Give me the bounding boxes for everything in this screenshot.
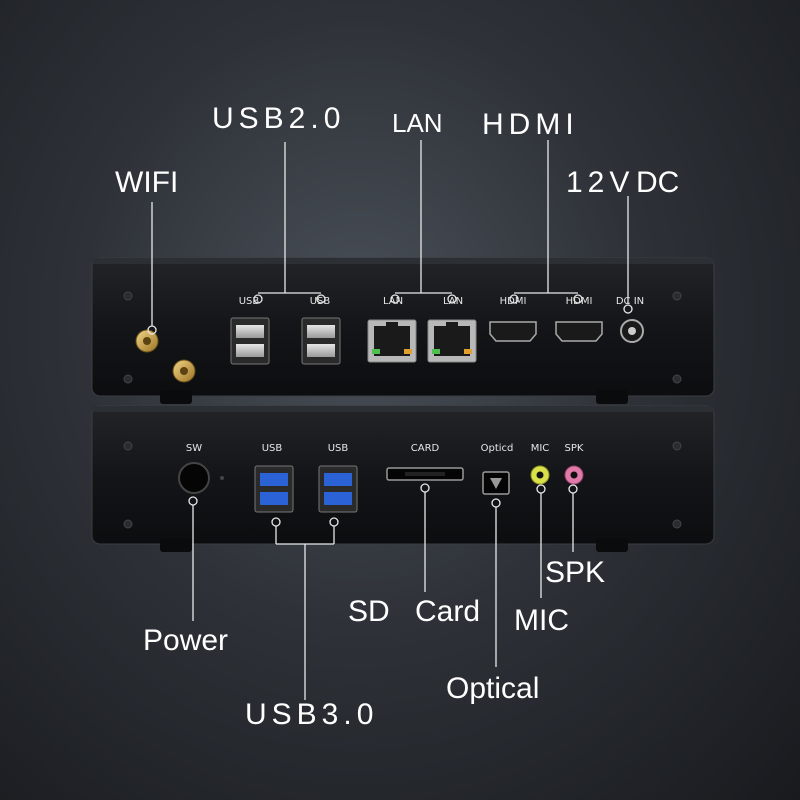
spk-jack-icon	[564, 465, 584, 485]
usb2-port-icon	[301, 317, 341, 365]
hdmi-port-icon	[489, 321, 537, 342]
usb2-port-icon	[230, 317, 270, 365]
bottom-foot-left	[160, 538, 192, 552]
callout-card: Card	[415, 595, 481, 628]
hdmi-port-icon	[555, 321, 603, 342]
callout-optical: Optical	[446, 672, 540, 705]
callout-dc: DC	[636, 166, 680, 199]
lan-port-icon	[427, 319, 477, 363]
callout-usb3: USB3.0	[245, 698, 379, 731]
wifi-antenna-connector-icon	[172, 359, 196, 383]
top-label-hdmi-left: HDMI	[499, 296, 527, 307]
bottom-label-optical: Opticd	[480, 443, 514, 454]
top-label-lan-right: LAN	[442, 296, 464, 307]
screw-icon	[672, 291, 682, 301]
screw-icon	[672, 374, 682, 384]
mic-jack-icon	[530, 465, 550, 485]
callout-usb2: USB2.0	[212, 102, 346, 135]
screw-icon	[123, 519, 133, 529]
bottom-label-card: CARD	[410, 443, 440, 454]
callout-wifi: WIFI	[115, 166, 179, 199]
callout-mic: MIC	[514, 604, 569, 637]
bottom-foot-right	[596, 538, 628, 552]
screw-icon	[672, 441, 682, 451]
screw-icon	[123, 291, 133, 301]
callout-12v: 12V	[566, 166, 635, 199]
screw-icon	[123, 441, 133, 451]
optical-port-icon	[482, 471, 510, 495]
top-foot-left	[160, 390, 192, 404]
top-label-usb-left: USB	[238, 296, 260, 307]
dc-in-jack-icon	[620, 319, 644, 343]
top-label-hdmi-right: HDMI	[565, 296, 593, 307]
bottom-label-usb-left: USB	[261, 443, 283, 454]
top-foot-right	[596, 390, 628, 404]
screw-icon	[672, 519, 682, 529]
power-button-icon	[178, 462, 224, 494]
sd-card-slot-icon	[386, 467, 464, 481]
bottom-label-mic: MIC	[530, 443, 550, 454]
bottom-label-sw: SW	[185, 443, 203, 454]
callout-power: Power	[143, 624, 229, 657]
top-label-usb-right: USB	[309, 296, 331, 307]
callout-hdmi: HDMI	[482, 108, 579, 141]
usb3-port-icon	[254, 465, 294, 513]
bottom-label-spk: SPK	[564, 443, 584, 454]
wifi-antenna-connector-icon	[135, 329, 159, 353]
callout-spk: SPK	[545, 556, 606, 589]
callout-lan: LAN	[392, 108, 443, 138]
bottom-label-usb-right: USB	[327, 443, 349, 454]
leader-lines	[147, 140, 633, 700]
lan-port-icon	[367, 319, 417, 363]
callout-sd: SD	[348, 595, 390, 628]
top-label-lan-left: LAN	[382, 296, 404, 307]
usb3-port-icon	[318, 465, 358, 513]
top-label-dc-in: DC IN	[615, 296, 645, 307]
screw-icon	[123, 374, 133, 384]
